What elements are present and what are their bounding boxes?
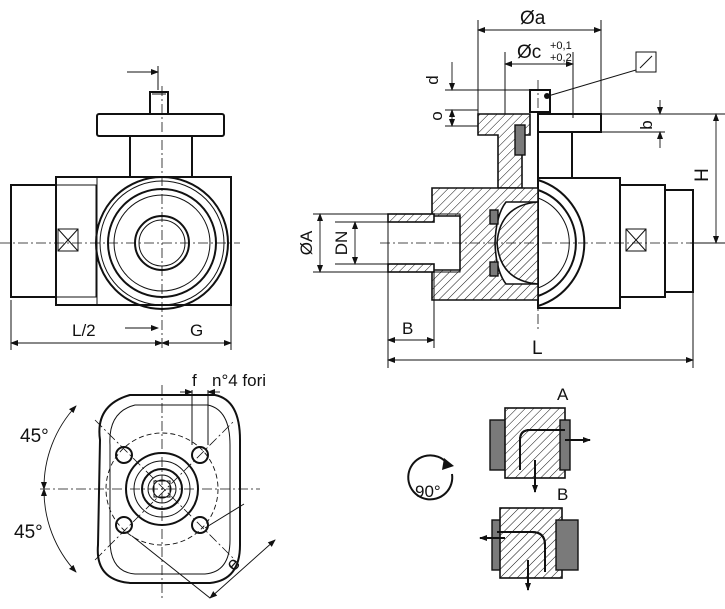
flatness-symbol — [635, 51, 657, 73]
dim-flange-b: b — [637, 120, 656, 129]
flow-schematics: 90° A B — [407, 385, 591, 591]
dim-length: L — [532, 338, 543, 359]
rotate-90-icon: 90° — [407, 454, 454, 501]
dim-stem-d: d — [423, 75, 442, 84]
bolt-hole — [191, 516, 209, 534]
dim-thread: G — [190, 321, 203, 340]
dim-nominal-dia: DN — [332, 231, 351, 256]
schematic-a: A — [489, 385, 591, 493]
dim-outer-dia: ØA — [297, 230, 316, 255]
holes-count-label: n°4 fori — [212, 371, 266, 390]
front-view: L/2 G — [0, 66, 240, 350]
dim-pitch: e — [222, 553, 245, 575]
port-b-label: B — [557, 485, 568, 504]
top-body-outline — [96, 394, 241, 584]
angle-bottom: 45° — [14, 522, 43, 543]
top-view: f n°4 fori 45° 45° e — [14, 371, 276, 600]
bolt-hole — [191, 446, 209, 464]
dim-thread-depth: B — [402, 319, 413, 338]
stem-square — [149, 91, 169, 115]
bolt-circle — [105, 432, 219, 546]
mounting-flange — [96, 113, 225, 137]
bolt-hole — [115, 446, 133, 464]
valve-body — [55, 176, 232, 306]
dim-flange-dia: Øa — [520, 8, 546, 29]
dim-stem-o: o — [427, 111, 446, 120]
dim-hole-dia: f — [192, 371, 197, 390]
bolt-hole — [115, 516, 133, 534]
port-a-label: A — [557, 385, 569, 404]
section-view: Øa Øc +0,1 +0,2 d o b H — [297, 8, 725, 368]
dim-spigot-tol-upper: +0,1 — [550, 40, 572, 52]
rotation-label: 90° — [415, 482, 441, 501]
left-port — [10, 184, 57, 298]
dim-spigot-tol-lower: +0,2 — [550, 52, 572, 64]
dim-half-length: L/2 — [72, 321, 96, 340]
schematic-b: B — [479, 485, 579, 591]
angle-top: 45° — [20, 426, 49, 447]
dim-spigot-dia: Øc — [517, 42, 541, 63]
dim-height: H — [692, 168, 713, 182]
